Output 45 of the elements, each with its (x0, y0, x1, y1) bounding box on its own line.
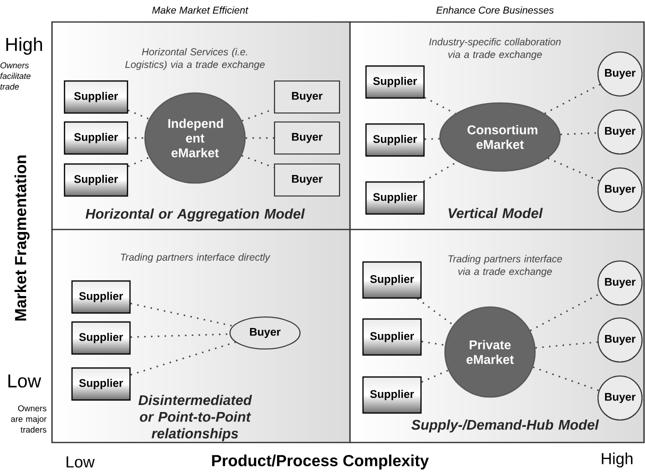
axis-note: Owners are major traders (11, 405, 47, 433)
dotted-connector (560, 132, 598, 136)
dotted-connector (128, 156, 150, 168)
supplier-box: Supplier (71, 280, 131, 314)
supplier-box: Supplier (362, 376, 422, 414)
buyer-box: Buyer (274, 163, 340, 197)
axis-title: Product/Process Complexity (212, 454, 429, 470)
supplier-box: Supplier (71, 321, 131, 355)
dotted-connector (422, 340, 445, 346)
axis-level: High (6, 37, 42, 55)
dotted-connector (532, 366, 599, 392)
supplier-box: Supplier (362, 261, 422, 299)
dotted-connector (130, 333, 230, 338)
dotted-connector (242, 108, 274, 122)
column-heading: Make Market Efficient (152, 6, 248, 14)
dotted-connector (128, 110, 150, 120)
axis-level: High (602, 452, 632, 468)
axis-level: Low (66, 456, 95, 468)
supplier-box: Supplier (64, 80, 128, 114)
axis-title: Market Fragmentation (14, 155, 30, 320)
supplier-box: Supplier (365, 181, 425, 215)
dotted-connector (530, 292, 600, 332)
dotted-connector (548, 158, 600, 182)
dotted-connector (416, 298, 454, 326)
axis-note: Owners facilitate trade (0, 62, 31, 90)
buyer-box: Buyer (274, 80, 340, 114)
supplier-box: Supplier (64, 121, 128, 155)
dotted-connector (242, 154, 274, 168)
buyer-box: Buyer (274, 121, 340, 155)
dotted-connector (544, 84, 600, 114)
supplier-box: Supplier (365, 65, 425, 99)
dotted-connector (128, 137, 144, 139)
supplier-box: Supplier (365, 123, 425, 157)
column-heading: Enhance Core Businesses (436, 6, 554, 14)
supplier-box: Supplier (362, 318, 422, 356)
dotted-connector (421, 370, 448, 383)
dotted-connector (424, 138, 440, 140)
dotted-connector (424, 96, 456, 114)
supplier-box: Supplier (64, 163, 128, 197)
dotted-connector (535, 341, 598, 349)
dotted-connector (130, 302, 234, 327)
dotted-connector (130, 342, 236, 376)
axis-level: Low (8, 374, 42, 388)
supplier-box: Supplier (71, 367, 131, 401)
dotted-connector (246, 137, 274, 139)
